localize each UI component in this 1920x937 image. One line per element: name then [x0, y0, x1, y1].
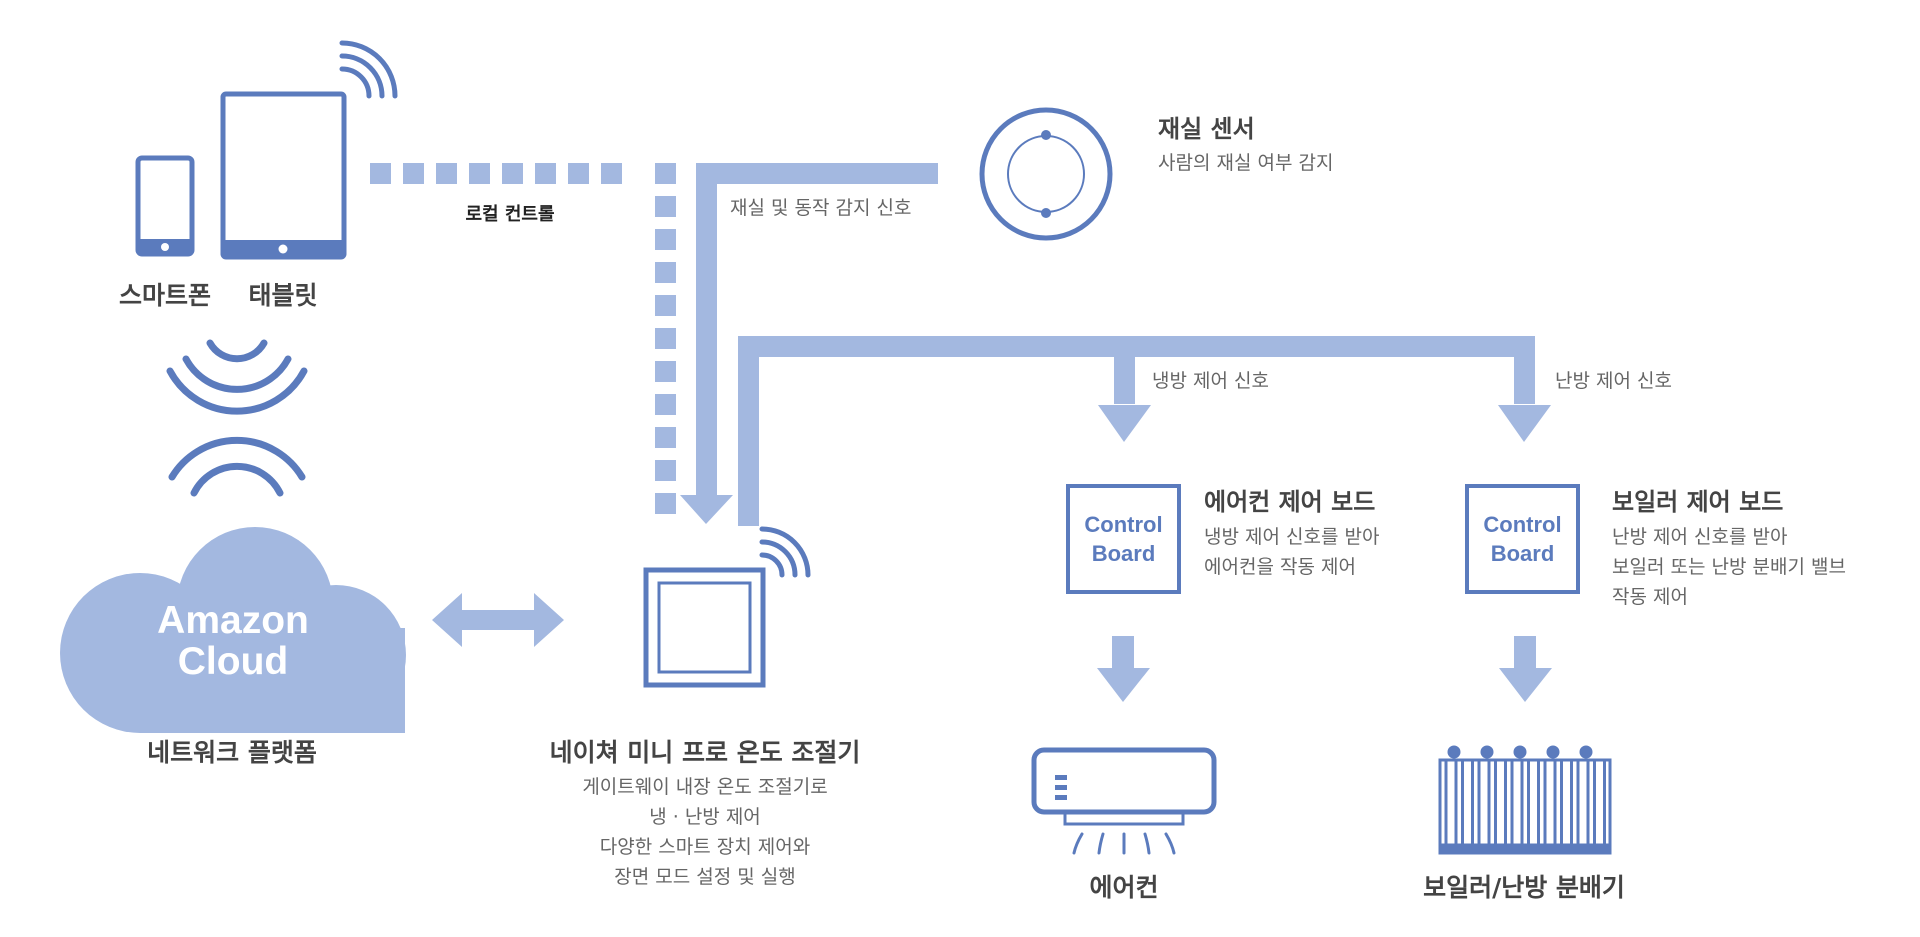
cloud-icon	[60, 527, 406, 733]
heating-distributor-icon	[1438, 745, 1612, 855]
cloud-title-line1: Amazon	[157, 599, 309, 642]
air-conditioner-label: 에어컨	[1089, 873, 1159, 902]
local-control-connection	[370, 163, 676, 514]
control-board-text: Control	[1483, 512, 1562, 537]
control-board-text: Board	[1490, 541, 1555, 566]
boiler-board-desc-line: 난방 제어 신호를 받아	[1612, 526, 1788, 548]
thermostat-desc-line: 장면 모드 설정 및 실행	[614, 866, 796, 888]
tablet-icon	[220, 91, 347, 260]
bidirectional-arrow	[432, 593, 564, 647]
thermostat-desc-line: 게이트웨이 내장 온도 조절기로	[582, 776, 828, 798]
thermostat-title: 네이쳐 미니 프로 온도 조절기	[549, 738, 861, 767]
sensor-title: 재실 센서	[1158, 115, 1255, 143]
sensor-signal-label: 재실 및 동작 감지 신호	[730, 197, 912, 219]
air-conditioner-icon	[1031, 747, 1217, 855]
heating-signal-label: 난방 제어 신호	[1555, 370, 1672, 392]
boiler-board-title: 보일러 제어 보드	[1612, 488, 1784, 516]
control-board-text: Control	[1084, 512, 1163, 537]
ac-control-board: Control Board	[1066, 484, 1181, 594]
cloud-title-line2: Cloud	[177, 640, 289, 683]
control-board-text: Board	[1091, 541, 1156, 566]
boiler-board-desc-line: 작동 제어	[1612, 586, 1688, 608]
wifi-icon	[759, 526, 811, 578]
down-arrow	[1499, 636, 1552, 702]
smartphone-icon	[135, 155, 195, 257]
occupancy-sensor-icon	[979, 107, 1113, 241]
wifi-icon	[339, 40, 398, 99]
thermostat-desc-line: 냉 · 난방 제어	[649, 806, 761, 828]
tablet-label: 태블릿	[248, 281, 318, 310]
network-platform-label: 네트워크 플랫폼	[147, 738, 317, 767]
cooling-signal-label: 냉방 제어 신호	[1152, 370, 1269, 392]
sensor-description: 사람의 재실 여부 감지	[1158, 152, 1334, 174]
control-signal-bus	[738, 336, 1551, 526]
heating-distributor-label: 보일러/난방 분배기	[1423, 873, 1625, 902]
boiler-board-desc-line: 보일러 또는 난방 분배기 밸브	[1612, 556, 1846, 578]
wireless-signal-icon	[166, 339, 308, 497]
ac-board-title: 에어컨 제어 보드	[1204, 488, 1376, 516]
thermostat-desc-line: 다양한 스마트 장치 제어와	[599, 836, 811, 858]
thermostat-icon	[643, 567, 766, 688]
smartphone-label: 스마트폰	[118, 281, 212, 310]
ac-board-desc-line: 에어컨을 작동 제어	[1204, 556, 1356, 578]
local-control-label: 로컬 컨트롤	[465, 204, 555, 225]
sensor-signal-arrow	[680, 163, 938, 524]
down-arrow	[1097, 636, 1150, 702]
ac-board-desc-line: 냉방 제어 신호를 받아	[1204, 526, 1380, 548]
boiler-control-board: Control Board	[1465, 484, 1580, 594]
